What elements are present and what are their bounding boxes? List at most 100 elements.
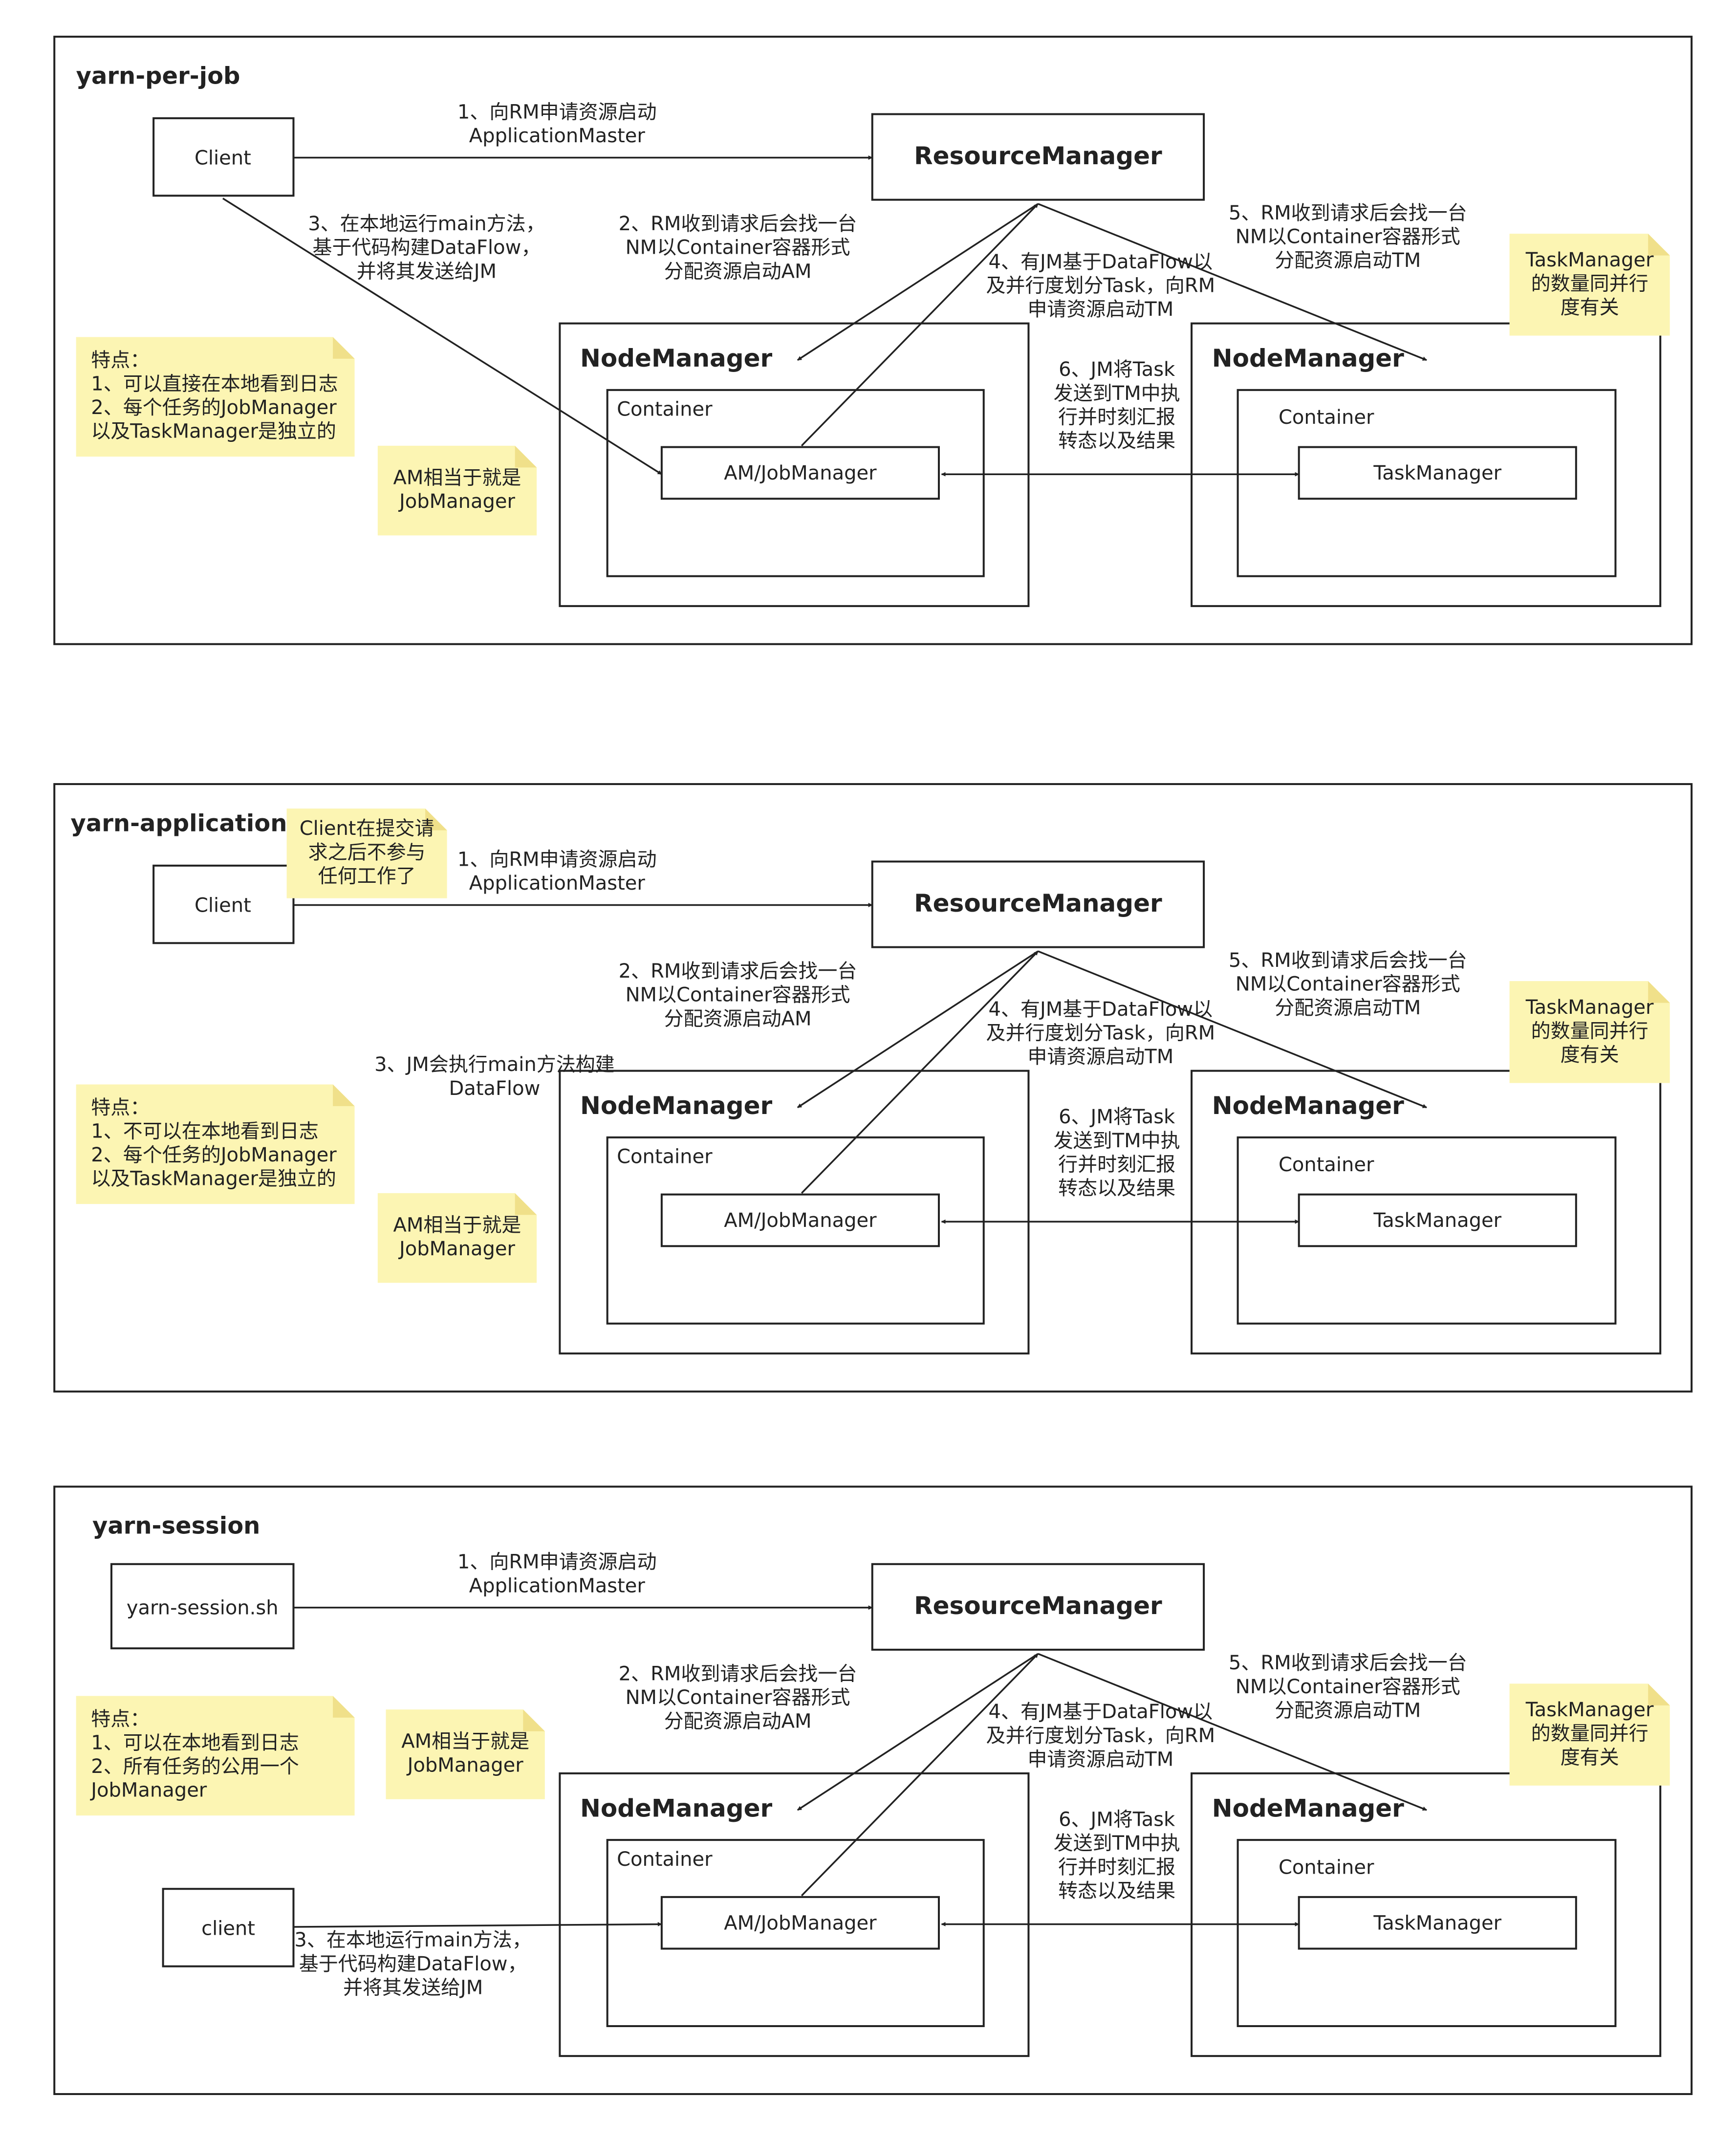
note-fold — [515, 1193, 537, 1215]
step6-label-line: 行并时刻汇报 — [1058, 1154, 1175, 1176]
step2-label-line: NM以Container容器形式 — [626, 1686, 850, 1709]
step2-label-line: 2、RM收到请求后会找一台 — [619, 1662, 857, 1685]
node-manager-right-box — [1191, 1070, 1662, 1355]
resource-manager-label: ResourceManager — [914, 1592, 1162, 1620]
arrow-step3 — [293, 1922, 662, 1928]
node-manager-left-box — [559, 1772, 1030, 2057]
step6-label-line: 转态以及结果 — [1058, 1879, 1175, 1902]
section-frame — [53, 783, 1693, 1393]
note-features-line: 2、所有任务的公用一个 — [91, 1755, 299, 1778]
step5-label-line: 分配资源启动TM — [1275, 1699, 1421, 1722]
section-title: yarn-application — [71, 809, 287, 837]
arrow-step2 — [797, 1653, 1039, 1811]
step5-label-line: 分配资源启动TM — [1275, 997, 1421, 1019]
note-background — [386, 1709, 545, 1799]
note-features-line: 1、可以直接在本地看到日志 — [91, 372, 338, 395]
note-features-line: 以及TaskManager是独立的 — [91, 1168, 336, 1190]
container-left-box — [606, 1136, 985, 1325]
note-tm-line: TaskManager — [1525, 996, 1654, 1019]
arrow-step5 — [1038, 950, 1427, 1109]
taskmanager-label: TaskManager — [1373, 1209, 1501, 1232]
note-fold — [425, 808, 447, 830]
note-fold — [1648, 1683, 1670, 1705]
arrow-step3 — [222, 197, 662, 475]
step6-label-line: 6、JM将Task — [1059, 358, 1175, 381]
note-tm-line: 度有关 — [1561, 1044, 1619, 1066]
container-right-label: Container — [1279, 1154, 1374, 1176]
note-tm-line: 的数量同并行 — [1531, 272, 1649, 295]
step2-label-line: 分配资源启动AM — [664, 260, 812, 283]
node-manager-right-label: NodeManager — [1212, 1794, 1404, 1822]
step4-label-line: 及并行度划分Task，向RM — [986, 1725, 1215, 1747]
step4-label-line: 4、有JM基于DataFlow以 — [989, 1701, 1213, 1723]
step4-label-line: 4、有JM基于DataFlow以 — [989, 998, 1213, 1021]
note-background — [1509, 1683, 1670, 1786]
note-features-line: JobManager — [89, 1779, 207, 1802]
step1-label-line: ApplicationMaster — [469, 125, 646, 147]
arrow-step4 — [801, 950, 1039, 1194]
note-client-line: Client在提交请 — [300, 817, 434, 840]
step6-label-line: 6、JM将Task — [1059, 1106, 1175, 1128]
note-tm-line: 度有关 — [1561, 296, 1619, 319]
step5-label-line: 5、RM收到请求后会找一台 — [1229, 202, 1467, 224]
note-am-line: JobManager — [398, 490, 516, 513]
arrow-step4 — [801, 203, 1039, 447]
arrow-step5 — [1038, 1653, 1427, 1811]
container-left-label: Container — [617, 398, 713, 421]
step3-label-line: 并将其发送给JM — [357, 260, 497, 283]
step3-label-line: 基于代码构建DataFlow， — [299, 1953, 527, 1975]
step3-label-line: DataFlow — [449, 1077, 541, 1100]
container-left-label: Container — [617, 1848, 713, 1871]
client-box — [162, 1888, 295, 1967]
note-features-line: 1、可以在本地看到日志 — [91, 1731, 299, 1754]
step6-label-line: 转态以及结果 — [1058, 430, 1175, 452]
container-right-label: Container — [1279, 406, 1374, 429]
note-fold — [523, 1709, 545, 1731]
step3-label-line: 3、JM会执行main方法构建 — [374, 1053, 615, 1076]
step4-label-line: 及并行度划分Task，向RM — [986, 275, 1215, 297]
step5-label-line: NM以Container容器形式 — [1236, 1676, 1460, 1698]
yarn-session-box — [110, 1563, 295, 1650]
step6-label-line: 行并时刻汇报 — [1058, 406, 1175, 429]
container-right-box — [1237, 1839, 1617, 2027]
step3-label-line: 并将其发送给JM — [343, 1977, 483, 1999]
arrow-step5 — [1038, 203, 1427, 361]
note-features: 特点：1、可以直接在本地看到日志2、每个任务的JobManager以及TaskM… — [76, 337, 355, 457]
node-manager-left-box — [559, 322, 1030, 607]
note-background — [76, 337, 355, 457]
note-background — [76, 1084, 355, 1204]
step3-label-line: 3、在本地运行main方法， — [294, 1929, 531, 1951]
client-label: Client — [195, 147, 251, 169]
note-features-line: 1、不可以在本地看到日志 — [91, 1120, 318, 1142]
note-features-line: 特点： — [91, 1708, 150, 1730]
step5-label-line: NM以Container容器形式 — [1236, 973, 1460, 996]
step6-label-line: 行并时刻汇报 — [1058, 1856, 1175, 1879]
step4-label-line: 申请资源启动TM — [1027, 1046, 1173, 1068]
step6-label-line: 转态以及结果 — [1058, 1177, 1175, 1200]
step6-label-line: 发送到TM中执 — [1054, 1832, 1180, 1855]
note-fold — [333, 1084, 355, 1106]
step1-label-line: 1、向RM申请资源启动 — [457, 1551, 657, 1573]
step5-label-line: 分配资源启动TM — [1275, 249, 1421, 272]
node-manager-left-box — [559, 1070, 1030, 1355]
note-features: 特点：1、不可以在本地看到日志2、每个任务的JobManager以及TaskMa… — [76, 1084, 355, 1204]
taskmanager-label: TaskManager — [1373, 462, 1501, 484]
note-fold — [333, 1696, 355, 1718]
step6-label-line: 6、JM将Task — [1059, 1809, 1175, 1831]
container-left-box — [606, 389, 985, 577]
yarn-session-label: yarn-session.sh — [127, 1597, 279, 1619]
step1-label-line: ApplicationMaster — [469, 872, 646, 895]
step2-label-line: NM以Container容器形式 — [626, 984, 850, 1006]
step2-label-line: NM以Container容器形式 — [626, 237, 850, 259]
node-manager-right-label: NodeManager — [1212, 344, 1404, 372]
am-jobmanager-label: AM/JobManager — [724, 1912, 877, 1934]
step5-label-line: 5、RM收到请求后会找一台 — [1229, 949, 1467, 972]
